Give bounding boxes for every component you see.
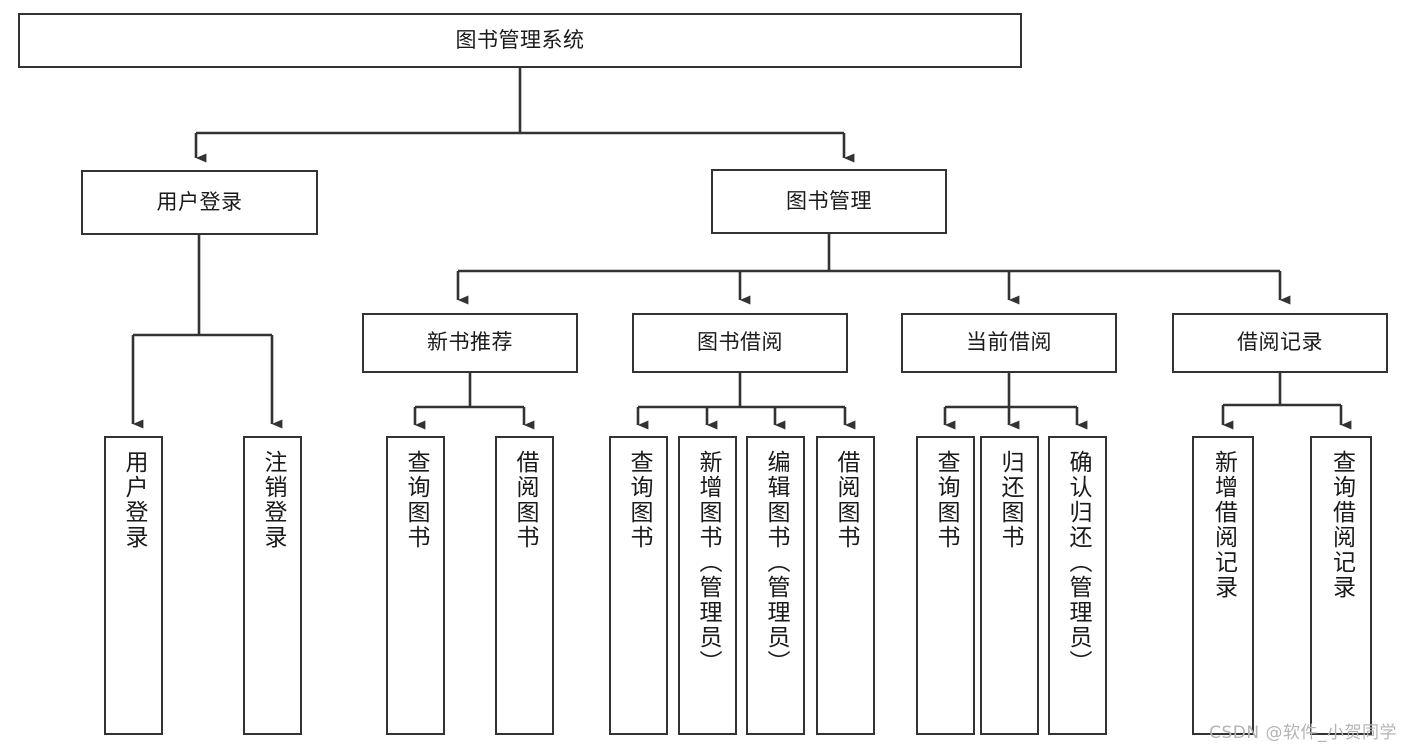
node-leaf-query-book-2[interactable]: 查询图书 <box>609 436 668 735</box>
node-root-label: 图书管理系统 <box>455 27 585 52</box>
node-leaf-query-book-3-label: 查询图书 <box>933 450 959 550</box>
node-leaf-query-record[interactable]: 查询借阅记录 <box>1310 436 1372 735</box>
node-leaf-borrow-book-1-label: 借阅图书 <box>512 450 538 550</box>
node-new-book-rec-label: 新书推荐 <box>427 330 513 355</box>
node-root[interactable]: 图书管理系统 <box>18 13 1022 68</box>
node-leaf-confirm-return[interactable]: 确认归还（管理员） <box>1048 436 1107 735</box>
node-leaf-edit-book[interactable]: 编辑图书（管理员） <box>746 436 805 735</box>
node-leaf-query-book-2-label: 查询图书 <box>626 450 652 550</box>
node-leaf-add-record-label: 新增借阅记录 <box>1210 450 1237 600</box>
node-leaf-query-book-1-label: 查询图书 <box>403 450 429 550</box>
node-leaf-borrow-book-2[interactable]: 借阅图书 <box>816 436 875 735</box>
node-book-borrow[interactable]: 图书借阅 <box>632 313 848 373</box>
node-leaf-logout-login-label: 注销登录 <box>260 450 286 550</box>
node-leaf-edit-book-label: 编辑图书（管理员） <box>763 450 789 675</box>
node-leaf-return-book-label: 归还图书 <box>997 450 1023 550</box>
node-leaf-confirm-return-label: 确认归还（管理员） <box>1065 450 1091 675</box>
node-user-login[interactable]: 用户登录 <box>81 170 318 235</box>
node-book-borrow-label: 图书借阅 <box>697 330 783 355</box>
node-leaf-query-book-3[interactable]: 查询图书 <box>916 436 975 735</box>
node-current-borrow[interactable]: 当前借阅 <box>901 313 1117 373</box>
node-leaf-add-book[interactable]: 新增图书（管理员） <box>678 436 737 735</box>
node-book-manage[interactable]: 图书管理 <box>711 169 947 234</box>
node-leaf-add-book-label: 新增图书（管理员） <box>695 450 721 675</box>
node-leaf-borrow-book-1[interactable]: 借阅图书 <box>495 436 554 735</box>
node-leaf-query-record-label: 查询借阅记录 <box>1328 450 1355 600</box>
node-leaf-add-record[interactable]: 新增借阅记录 <box>1192 436 1254 735</box>
node-borrow-record[interactable]: 借阅记录 <box>1172 313 1388 373</box>
node-current-borrow-label: 当前借阅 <box>966 330 1052 355</box>
node-borrow-record-label: 借阅记录 <box>1237 330 1323 355</box>
node-leaf-logout-login[interactable]: 注销登录 <box>243 436 302 735</box>
node-user-login-label: 用户登录 <box>156 189 243 214</box>
node-new-book-rec[interactable]: 新书推荐 <box>362 313 578 373</box>
node-leaf-borrow-book-2-label: 借阅图书 <box>833 450 859 550</box>
node-leaf-user-login-label: 用户登录 <box>121 450 147 550</box>
csdn-watermark: CSDN @软件_小贺同学 <box>1209 723 1397 743</box>
node-leaf-query-book-1[interactable]: 查询图书 <box>386 436 445 735</box>
node-leaf-user-login[interactable]: 用户登录 <box>104 436 163 735</box>
node-leaf-return-book[interactable]: 归还图书 <box>980 436 1039 735</box>
node-book-manage-label: 图书管理 <box>786 188 872 213</box>
